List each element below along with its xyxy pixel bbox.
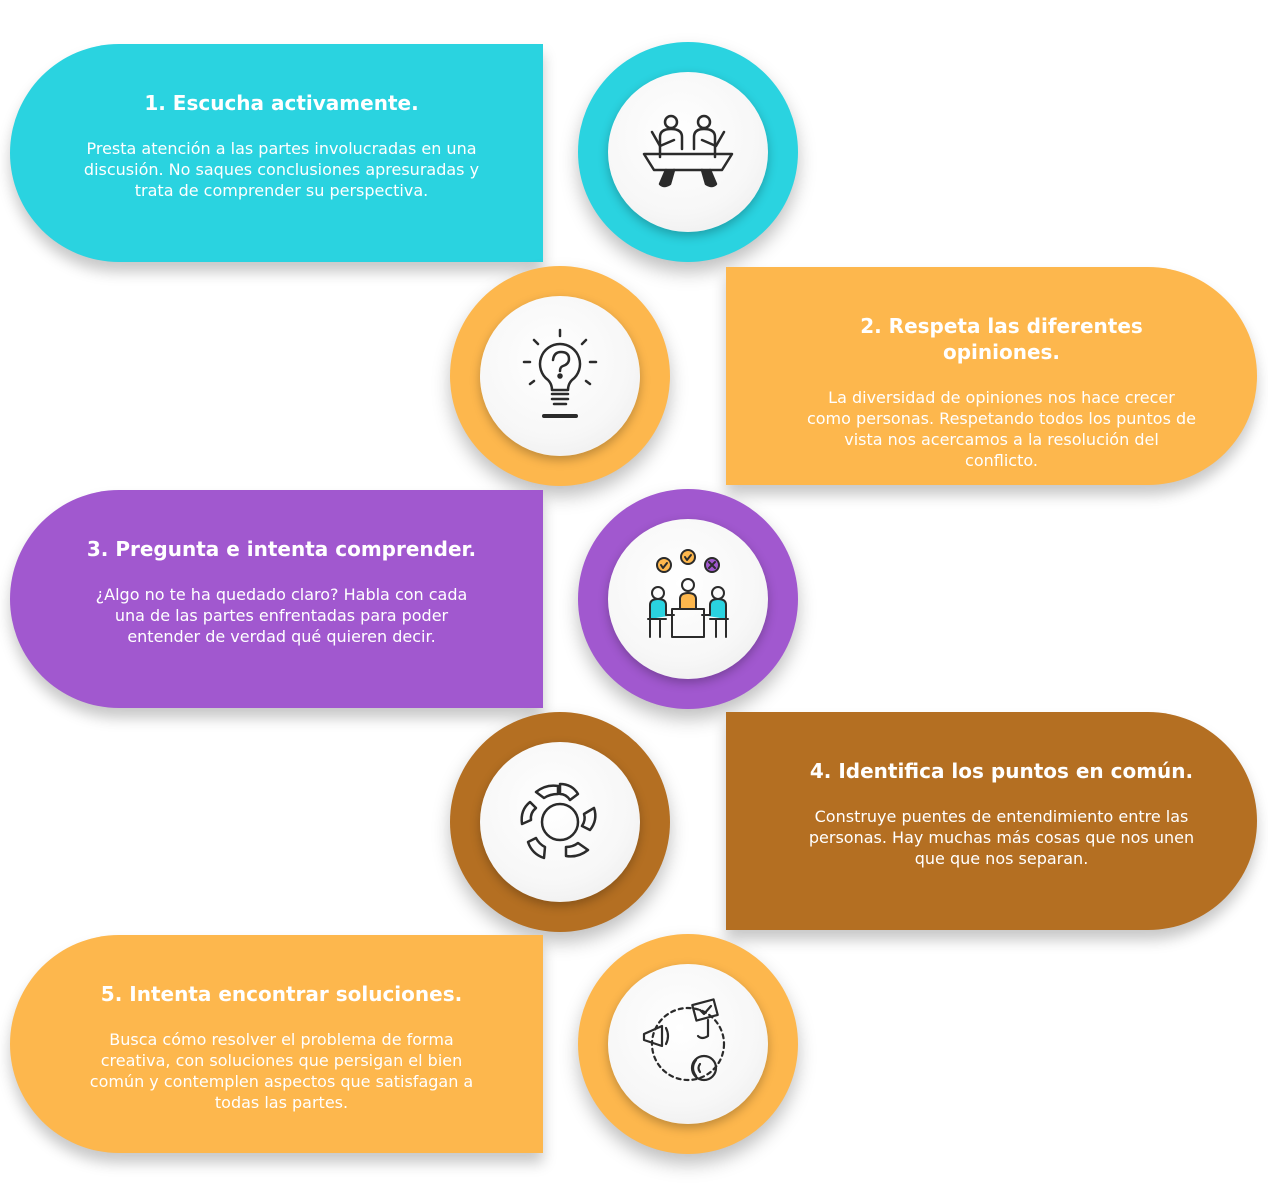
step-5-text: Busca cómo resolver el problema de forma… [89,1030,474,1112]
people-meeting-icon [642,114,734,188]
step-4-card: 4. Identifica los puntos en común. Const… [726,712,1257,930]
step-4-icon-disc [480,742,640,902]
step-2-icon-disc [480,296,640,456]
step-1-icon-disc [608,72,768,232]
step-5-card: 5. Intenta encontrar soluciones. Busca c… [10,935,543,1153]
step-2-text: La diversidad de opiniones nos hace crec… [806,388,1197,470]
step-3-icon-disc [608,519,768,679]
step-4-text: Construye puentes de entendimiento entre… [808,807,1195,868]
step-5-icon-disc [608,964,768,1124]
lightbulb-question-icon [522,328,598,418]
group-discussion-icon [647,549,729,638]
step-3-card: 3. Pregunta e intenta comprender. ¿Algo … [10,490,543,708]
step-2-ring [450,266,670,486]
solution-megaphone-icon [642,998,726,1082]
step-4-title: 4. Identifica los puntos en común. [809,759,1194,783]
step-3-text: ¿Algo no te ha quedado claro? Habla con … [95,585,468,646]
step-1-ring [578,42,798,262]
step-5-title: 5. Intenta encontrar soluciones. [100,982,463,1006]
step-1-title: 1. Escucha activamente. [144,91,419,115]
step-2-card: 2. Respeta las diferentes opiniones. La … [726,267,1257,485]
step-2-title: 2. Respeta las diferentes opiniones. [860,314,1143,364]
step-1-card: 1. Escucha activamente. Presta atención … [10,44,543,262]
step-3-title: 3. Pregunta e intenta comprender. [86,537,477,561]
hands-circle-icon [520,782,597,860]
step-3-ring [578,489,798,709]
step-1-text: Presta atención a las partes involucrada… [83,139,480,200]
step-5-ring [578,934,798,1154]
step-4-ring [450,712,670,932]
